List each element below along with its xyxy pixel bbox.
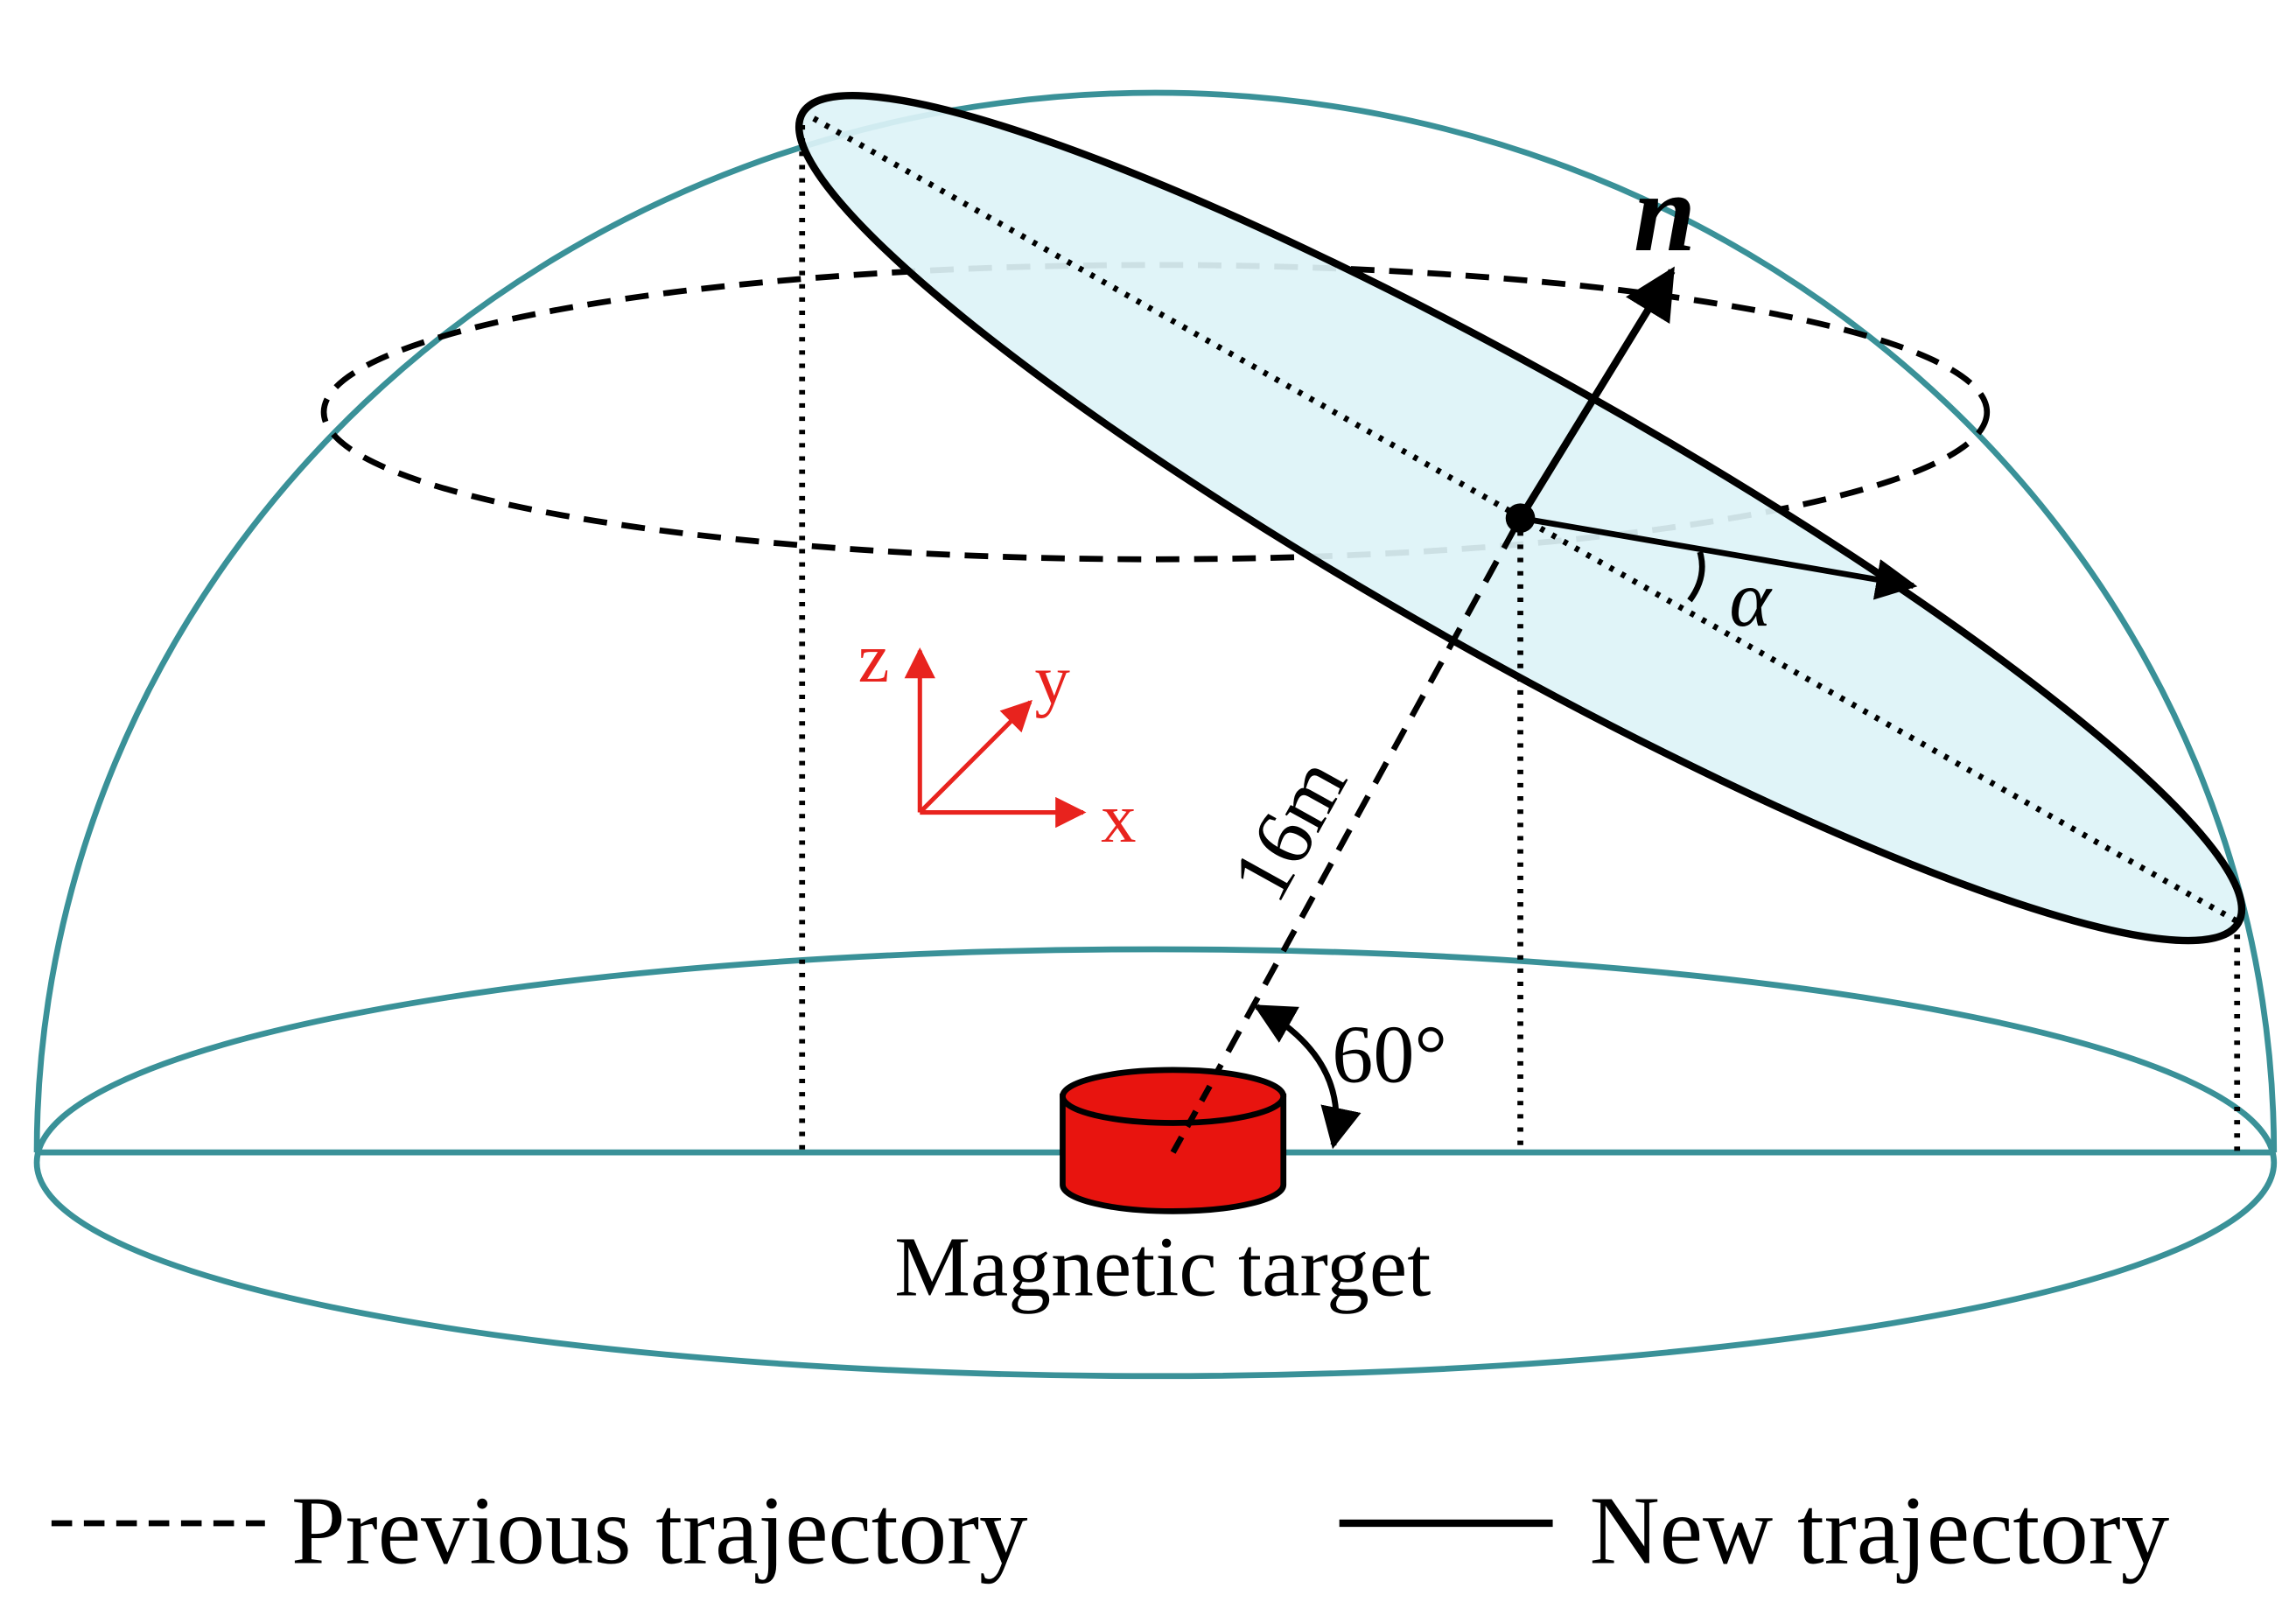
hemisphere-base	[33, 946, 2278, 1380]
legend-previous-label: Previous trajectory	[291, 1477, 1028, 1585]
y-axis-label: y	[1034, 641, 1070, 719]
normal-vector-arrow	[1516, 266, 1676, 521]
alpha-angle-arc	[1687, 550, 1705, 603]
distance-label: 16m	[1214, 744, 1364, 916]
alpha-angle-label: α	[1729, 555, 1773, 643]
target-dashed-segment	[1170, 1084, 1213, 1154]
distance-line	[1170, 516, 1523, 1154]
tilt-vector-arrow	[1519, 514, 1918, 600]
y-axis-arrow	[918, 699, 1032, 815]
elevation-angle-label: 60°	[1332, 1009, 1447, 1100]
target-cylinder-top	[1060, 1067, 1287, 1126]
x-axis-label: x	[1101, 780, 1136, 857]
previous-trajectory	[320, 262, 1991, 563]
legend: Previous trajectory New trajectory	[51, 1477, 2170, 1585]
magnetic-target	[1060, 1067, 1287, 1214]
coordinate-axes: z y x	[858, 619, 1137, 857]
target-label: Magnetic target	[894, 1220, 1431, 1314]
target-cylinder-body	[1060, 1093, 1287, 1214]
normal-vector-label: n	[1634, 150, 1696, 275]
elevation-angle-arc	[1253, 1004, 1362, 1150]
legend-new-label: New trajectory	[1590, 1477, 2170, 1585]
z-axis-label: z	[858, 619, 890, 697]
plane-center-point	[1505, 503, 1536, 533]
hemisphere-dome	[33, 89, 2278, 1153]
